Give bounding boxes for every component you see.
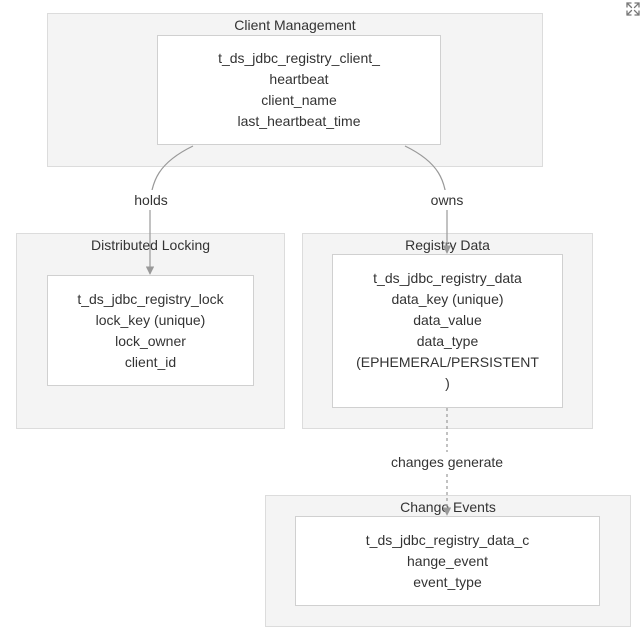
node-line: lock_owner <box>115 332 186 349</box>
node-registry-lock[interactable]: t_ds_jdbc_registry_lock lock_key (unique… <box>47 275 254 386</box>
cluster-title: Client Management <box>234 17 356 33</box>
edge-label-owns: owns <box>428 190 466 210</box>
edge-label-changes-generate: changes generate <box>388 452 506 472</box>
node-line: last_heartbeat_time <box>237 113 361 129</box>
node-client-heartbeat[interactable]: t_ds_jdbc_registry_client_ heartbeat cli… <box>157 35 441 145</box>
node-line: heartbeat <box>269 71 329 87</box>
node-line: data_key (unique) <box>391 291 504 307</box>
node-line: client_id <box>124 353 177 370</box>
node-line: client_name <box>261 92 337 108</box>
node-line: t_ds_jdbc_registry_lock <box>77 290 224 307</box>
edge-label-holds: holds <box>132 190 170 210</box>
node-line: t_ds_jdbc_registry_data <box>373 270 522 286</box>
node-registry-data-change-event[interactable]: t_ds_jdbc_registry_data_c hange_event ev… <box>295 516 600 606</box>
expand-icon-glyph <box>626 2 640 16</box>
node-line: data_value <box>413 312 482 328</box>
node-line: data_type <box>416 333 479 349</box>
node-line: (EPHEMERAL/PERSISTENT <box>356 354 539 370</box>
expand-icon[interactable] <box>624 0 642 18</box>
cluster-title: Change Events <box>400 499 496 515</box>
node-line: hange_event <box>407 552 488 569</box>
node-line: lock_key (unique) <box>95 311 206 328</box>
node-line: t_ds_jdbc_registry_data_c <box>365 531 530 548</box>
node-line: t_ds_jdbc_registry_client_ <box>218 50 380 66</box>
node-line: event_type <box>413 573 482 590</box>
node-line: ) <box>445 375 450 391</box>
node-registry-data[interactable]: t_ds_jdbc_registry_data data_key (unique… <box>332 254 563 408</box>
edge-holds <box>145 145 194 275</box>
